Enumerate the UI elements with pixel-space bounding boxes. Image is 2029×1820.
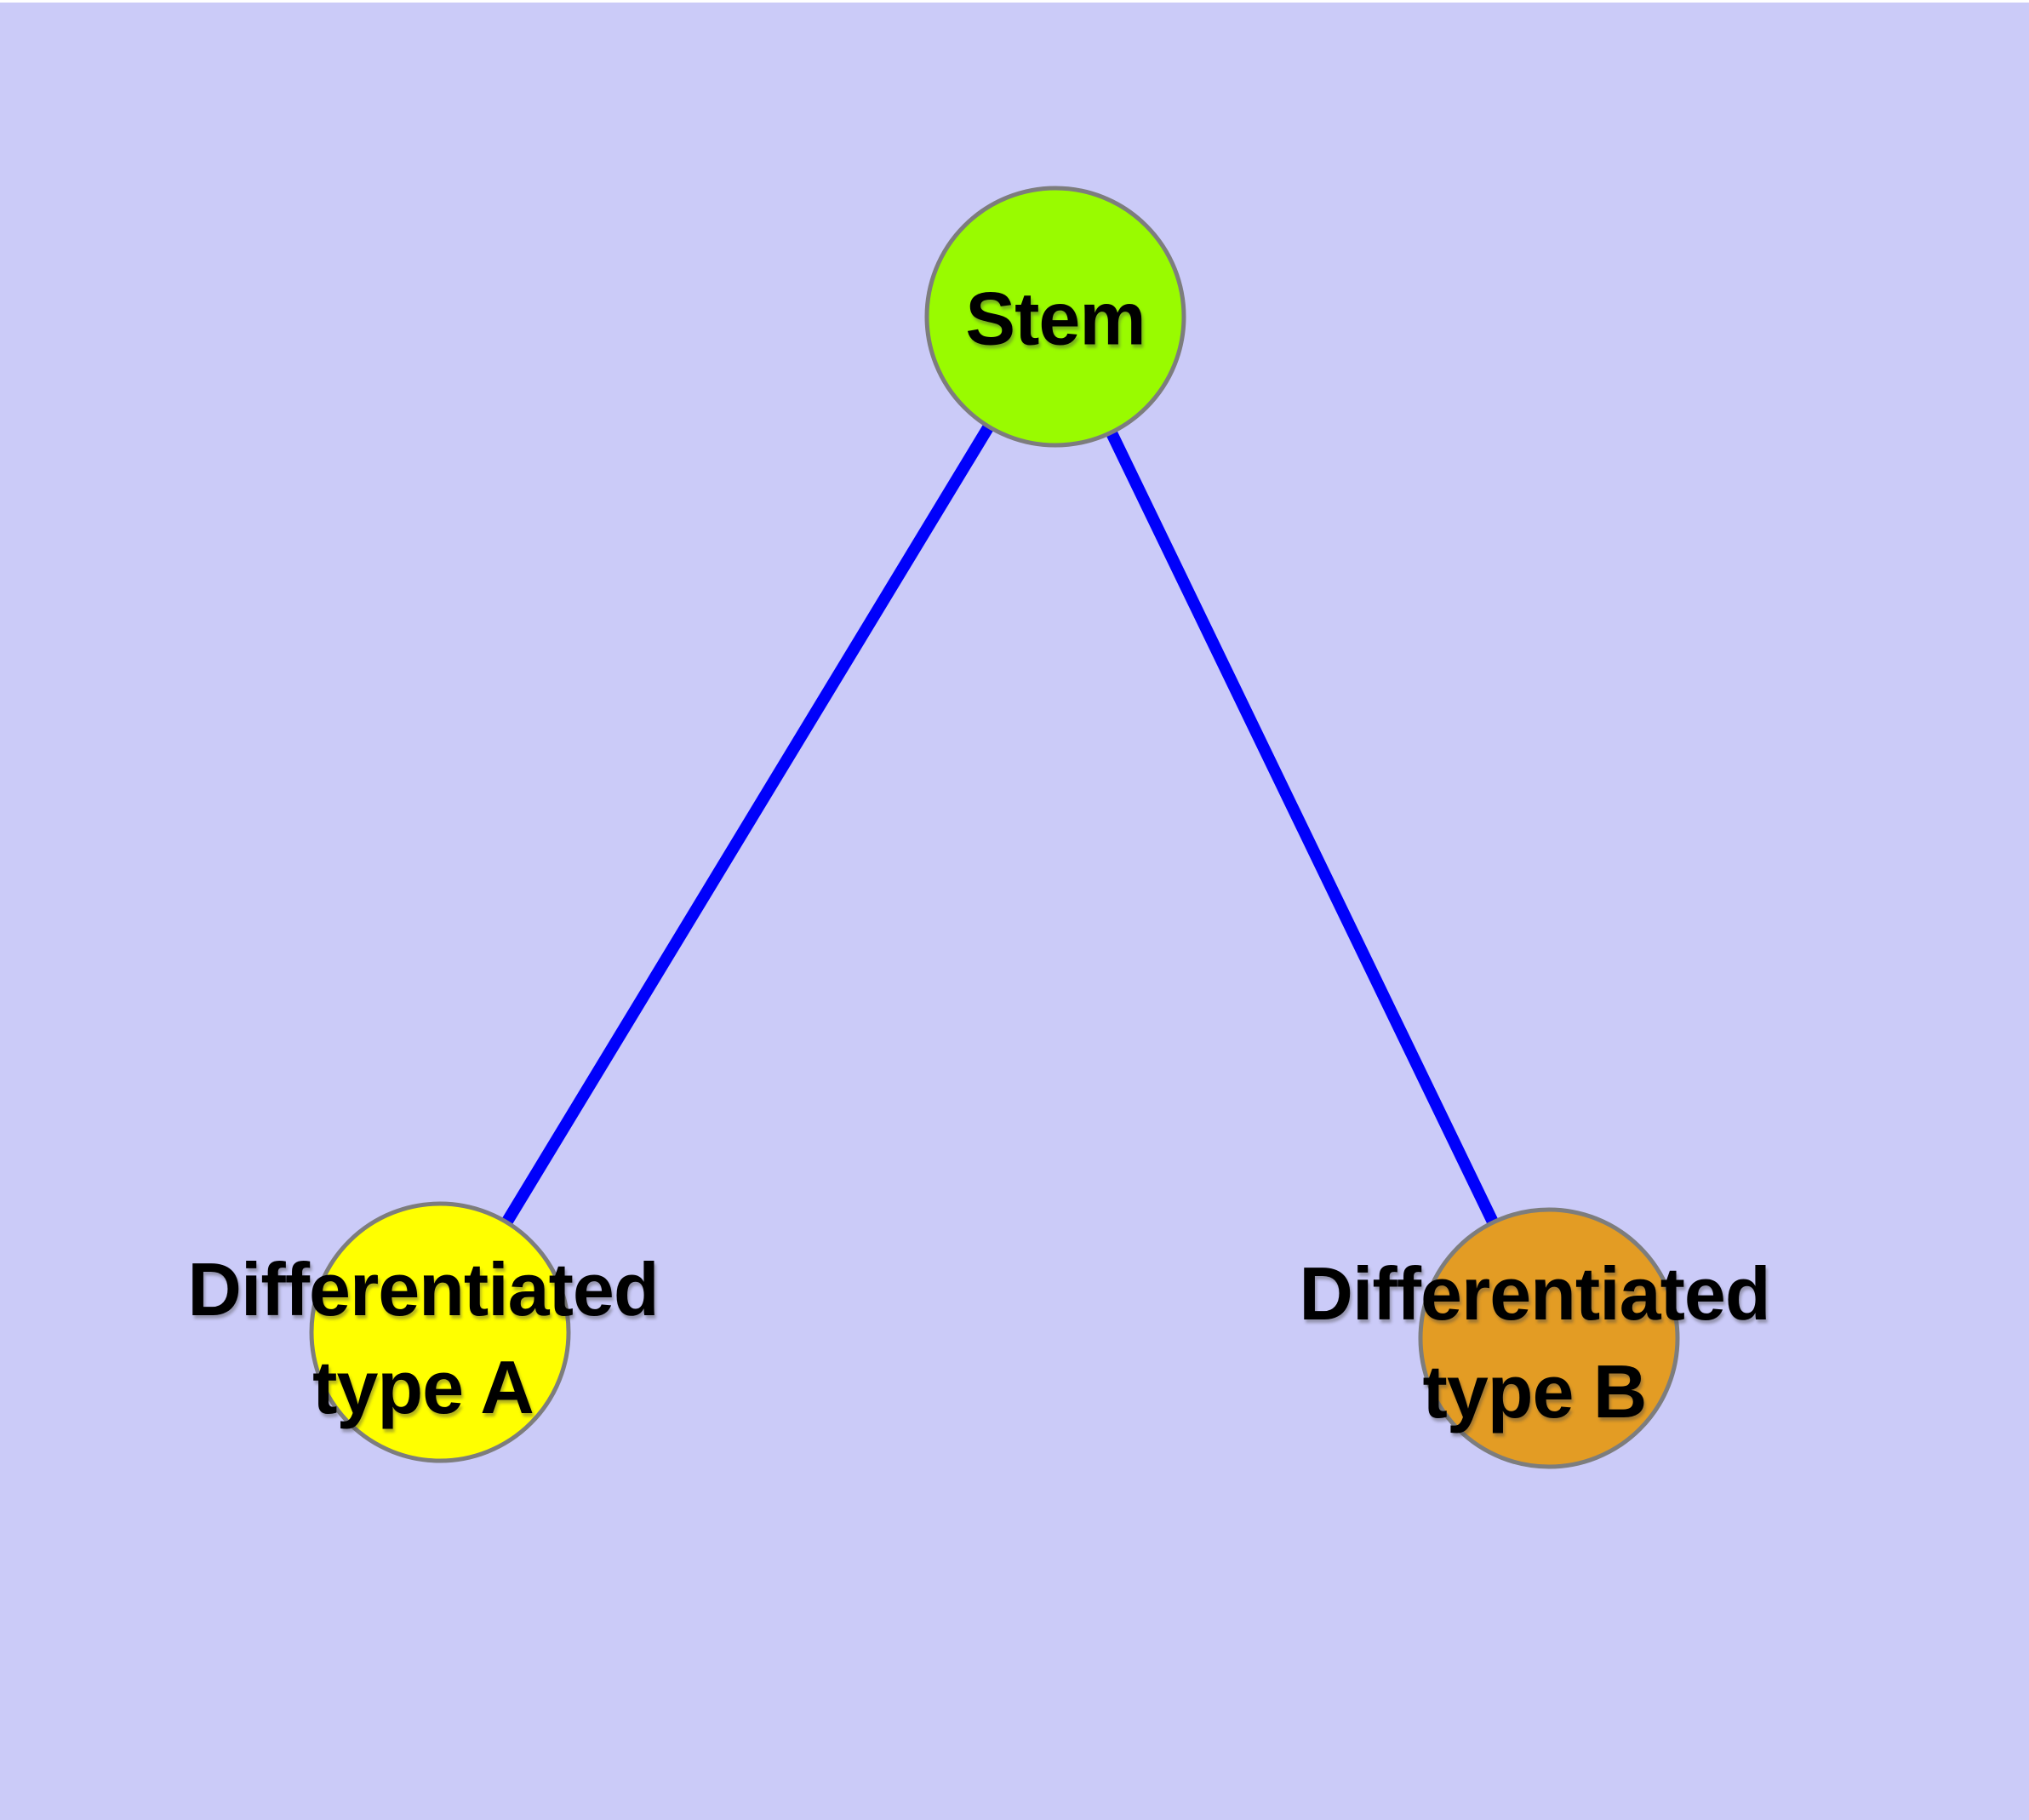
node-circle-type-a (309, 1201, 571, 1463)
node-label-line: type A (312, 1345, 534, 1429)
node-label-line: Stem (965, 276, 1146, 361)
node-label-line: Differentiated (1299, 1251, 1770, 1336)
node-circle-stem (924, 186, 1186, 448)
node-label-line: Differentiated (187, 1247, 659, 1331)
node-label-line: type B (1422, 1349, 1648, 1434)
node-circle-type-b (1418, 1207, 1680, 1469)
edge-stem-to-type-a (435, 313, 1060, 1336)
node-label-type-a: Differentiated type A (187, 1240, 659, 1436)
node-label-stem: Stem (965, 270, 1146, 368)
node-label-type-b: Differentiated type B (1299, 1245, 1770, 1440)
edge-stem-to-type-b (1049, 313, 1555, 1342)
